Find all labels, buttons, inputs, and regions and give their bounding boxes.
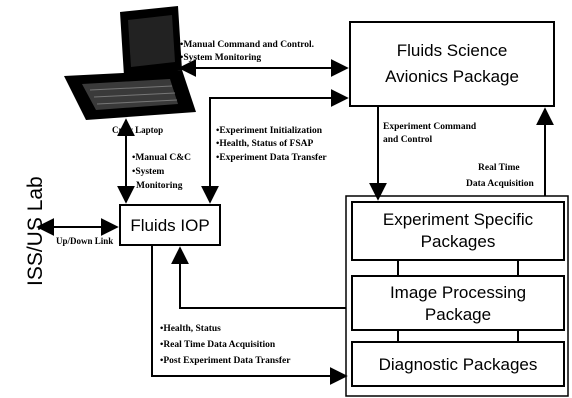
annotation-laptop-fsap: •Manual Command and Control. •System Mon… xyxy=(180,40,314,63)
image-processing-box xyxy=(351,275,565,331)
annotation-line: •System xyxy=(132,167,164,177)
experiment-specific-label-line2: Packages xyxy=(421,232,496,251)
annotation-line: •Experiment Initialization xyxy=(216,126,323,136)
crew-laptop-icon xyxy=(64,6,196,120)
annotation-line: and Control xyxy=(383,135,433,145)
annotation-iop-fsap: •Experiment Initialization •Health, Stat… xyxy=(216,126,327,163)
annotation-line: •Manual Command and Control. xyxy=(180,40,314,50)
experiment-specific-box xyxy=(351,201,565,261)
fluids-iop-box xyxy=(119,204,221,246)
arrow-iop-to-packages xyxy=(151,245,348,385)
annotation-laptop-iop: •Manual C&C •System Monitoring xyxy=(132,153,191,191)
diagnostic-box xyxy=(351,341,565,387)
image-processing-label-line1: Image Processing xyxy=(390,283,526,302)
image-processing-label-line2: Package xyxy=(425,305,491,324)
annotation-line: •Post Experiment Data Transfer xyxy=(160,356,291,366)
fsap-label-line1: Fluids Science xyxy=(397,41,508,60)
annotation-line: •Real Time Data Acquisition xyxy=(160,340,276,350)
annotation-fsap-to-packages: Experiment Command and Control xyxy=(383,122,477,145)
annotation-line: Data Acquisition xyxy=(466,179,535,189)
experiment-specific-label-line1: Experiment Specific xyxy=(383,210,534,229)
package-connectors xyxy=(397,260,519,342)
annotation-line: Experiment Command xyxy=(383,122,477,132)
fsap-box xyxy=(349,21,555,107)
annotation-up-down-link: Up/Down Link xyxy=(56,236,113,246)
annotation-line: •Health, Status xyxy=(160,324,221,334)
diagnostic-label: Diagnostic Packages xyxy=(379,355,538,374)
annotation-iop-packages: •Health, Status •Real Time Data Acquisit… xyxy=(160,324,291,366)
iss-us-lab-label: ISS/US Lab xyxy=(24,176,47,286)
annotation-line: •Health, Status of FSAP xyxy=(216,139,313,149)
annotation-packages-to-fsap: Real Time Data Acquisition xyxy=(466,163,535,189)
fsap-label-line2: Avionics Package xyxy=(385,67,519,86)
crew-laptop-label: Crew Laptop xyxy=(112,125,163,135)
arrow-iop-fsap xyxy=(201,89,349,204)
annotation-line: Real Time xyxy=(478,163,520,173)
annotation-line: •Manual C&C xyxy=(132,153,191,163)
annotation-line: •System Monitoring xyxy=(180,53,261,63)
packages-rail xyxy=(345,195,569,397)
arrow-packages-to-iop xyxy=(171,246,346,309)
annotation-line: Monitoring xyxy=(136,181,183,191)
fluids-iop-label: Fluids IOP xyxy=(130,216,209,235)
annotation-line: •Experiment Data Transfer xyxy=(216,153,327,163)
